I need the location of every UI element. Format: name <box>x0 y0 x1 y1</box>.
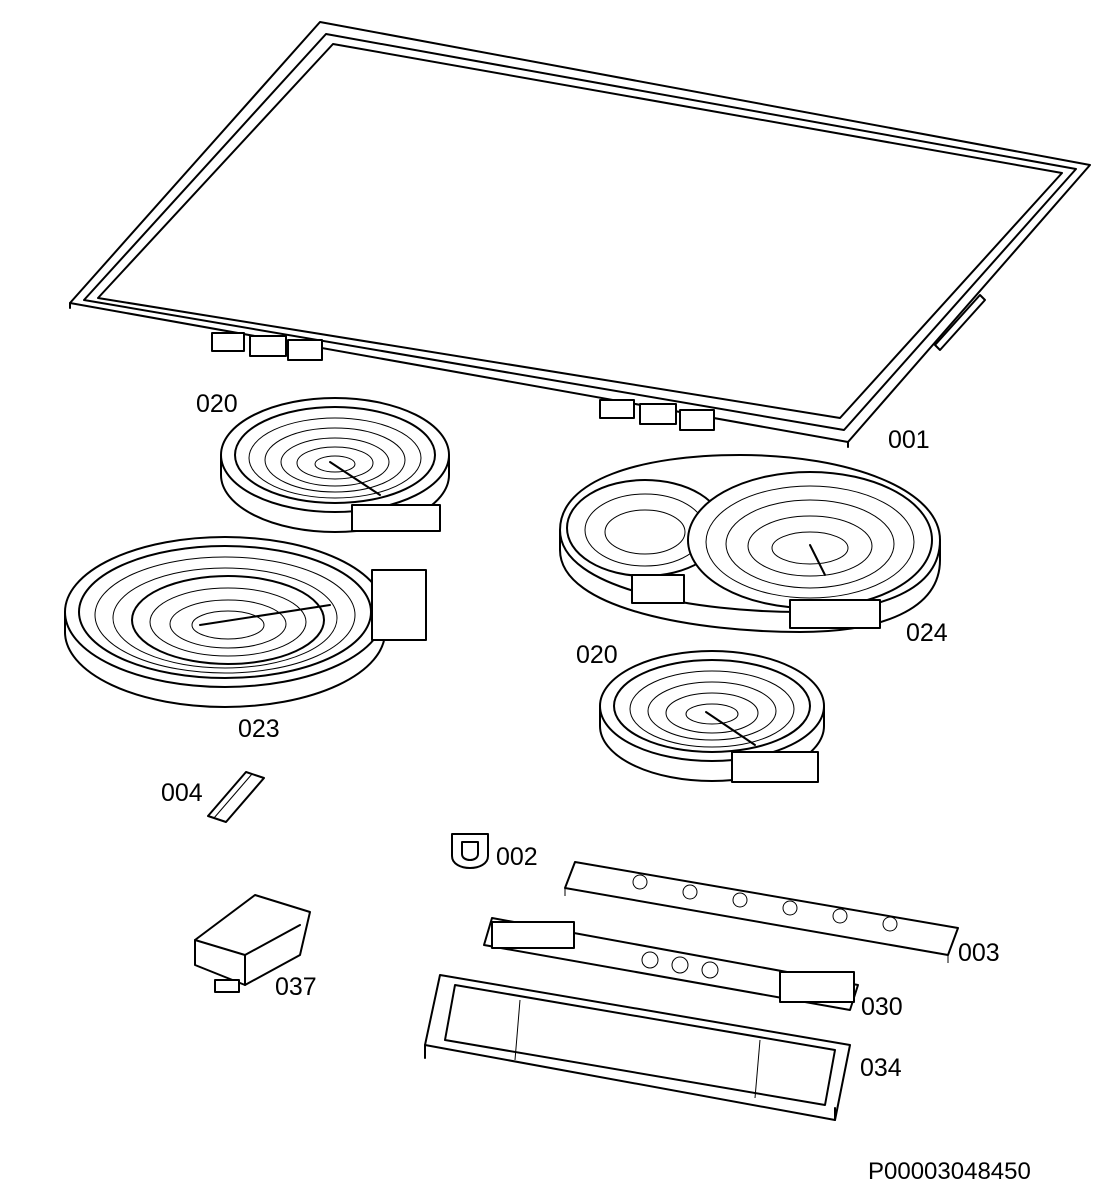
hotplate-middle <box>599 650 825 783</box>
clip <box>451 833 489 869</box>
hotplate-large-dual <box>64 536 427 708</box>
hotplate-oval-dual <box>559 454 941 633</box>
hotplate-upper-left <box>220 397 450 533</box>
label-024: 024 <box>906 619 948 647</box>
label-037: 037 <box>275 973 317 1001</box>
glass-ceramic-top <box>69 21 1091 448</box>
label-001: 001 <box>888 426 930 454</box>
label-023: 023 <box>238 715 280 743</box>
power-board <box>483 917 859 1011</box>
label-003: 003 <box>958 939 1000 967</box>
label-034: 034 <box>860 1054 902 1082</box>
label-020-upper: 020 <box>196 390 238 418</box>
terminal-block <box>194 894 311 993</box>
label-004: 004 <box>161 779 203 807</box>
touch-board <box>564 861 959 963</box>
label-020-middle: 020 <box>576 641 618 669</box>
board-housing <box>424 974 851 1121</box>
ribbon-cable <box>207 771 265 823</box>
label-030: 030 <box>861 993 903 1021</box>
document-id: P00003048450 <box>868 1158 1031 1185</box>
label-002: 002 <box>496 843 538 871</box>
